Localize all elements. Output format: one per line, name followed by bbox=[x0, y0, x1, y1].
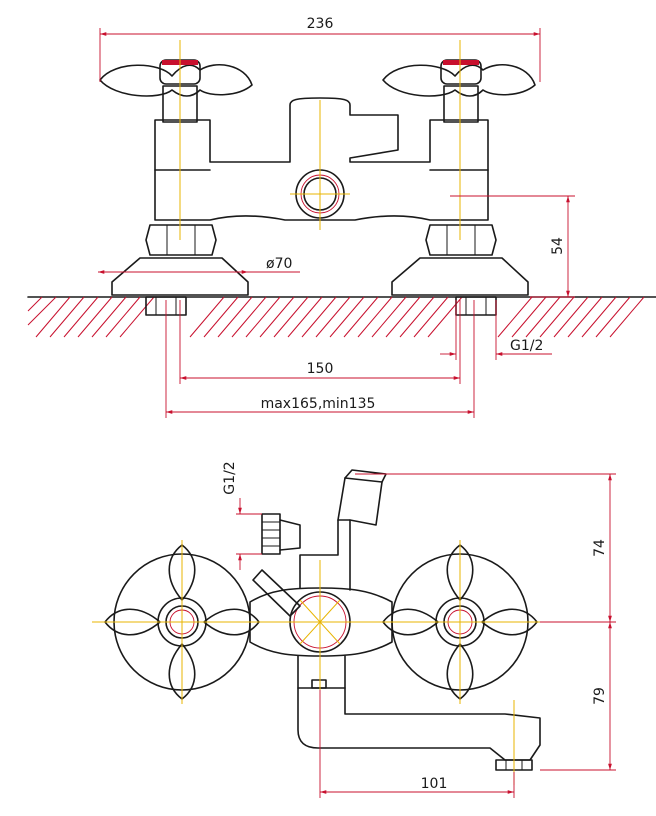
hatch-line bbox=[567, 296, 603, 338]
dimension-connection-bottom: G1/2 bbox=[222, 461, 262, 570]
hatch-line bbox=[497, 296, 533, 338]
hatch-line bbox=[27, 296, 57, 326]
hatch-line bbox=[189, 296, 225, 338]
dim-center-label: 150 bbox=[307, 361, 334, 377]
bottom-mixer-body bbox=[249, 469, 393, 689]
hatch-line bbox=[287, 296, 323, 338]
hatch-line bbox=[49, 296, 85, 338]
bottom-view: G1/2 74 79 101 bbox=[92, 461, 616, 798]
hatch-line bbox=[231, 296, 267, 338]
hatch-line bbox=[217, 296, 253, 338]
dim-upper-label: 74 bbox=[592, 539, 608, 557]
dim-base-diameter-label: ø70 bbox=[266, 256, 292, 272]
hatch-line bbox=[329, 296, 365, 338]
hatch-line bbox=[91, 296, 127, 338]
hatch-line bbox=[553, 296, 589, 338]
hatch-line bbox=[203, 296, 239, 338]
hatch-line bbox=[539, 296, 575, 338]
right-handle bbox=[382, 59, 536, 123]
hatch-line bbox=[105, 296, 141, 338]
dim-connection-top-label: G1/2 bbox=[510, 338, 543, 354]
hatch-line bbox=[525, 296, 561, 338]
hatch-line bbox=[259, 296, 295, 338]
hatch-line bbox=[63, 296, 99, 338]
spout bbox=[297, 687, 541, 771]
hatch-line bbox=[427, 296, 463, 338]
hatch-line bbox=[27, 296, 43, 312]
hatch-line bbox=[595, 296, 631, 338]
dim-range-label: max165,min135 bbox=[261, 396, 376, 412]
top-view: 236 54 ø70 G1/2 150 bbox=[27, 16, 656, 418]
dimension-lower: 79 bbox=[540, 622, 616, 771]
dimension-spout: 101 bbox=[319, 690, 515, 798]
dim-height-label: 54 bbox=[550, 237, 566, 255]
dimension-height: 54 bbox=[450, 195, 575, 298]
hatch-line bbox=[581, 296, 617, 338]
hatch-line bbox=[413, 296, 449, 338]
hatch-line bbox=[511, 296, 547, 338]
dimension-range: max165,min135 bbox=[165, 300, 475, 418]
hatch-line bbox=[371, 296, 407, 338]
dimension-connection-top: G1/2 bbox=[440, 300, 552, 360]
hatch-line bbox=[399, 296, 435, 338]
dim-width-label: 236 bbox=[307, 16, 334, 32]
dim-connection-bottom-label: G1/2 bbox=[222, 461, 238, 494]
hatch-line bbox=[273, 296, 309, 338]
dim-lower-label: 79 bbox=[592, 687, 608, 705]
wall-hatching bbox=[27, 296, 656, 338]
hatch-line bbox=[35, 296, 71, 338]
top-centerlines bbox=[179, 40, 461, 240]
mixer-body bbox=[154, 97, 489, 221]
hatch-line bbox=[385, 296, 421, 338]
dim-spout-label: 101 bbox=[421, 776, 448, 792]
bottom-centerlines bbox=[92, 540, 610, 785]
hatch-line bbox=[245, 296, 281, 338]
hatch-line bbox=[609, 296, 645, 338]
hatch-line bbox=[119, 296, 155, 338]
hatch-line bbox=[343, 296, 379, 338]
hatch-line bbox=[315, 296, 351, 338]
hatch-line bbox=[77, 296, 113, 338]
left-handle bbox=[99, 59, 253, 123]
dimension-width: 236 bbox=[99, 16, 541, 82]
dimension-upper: 74 bbox=[355, 473, 616, 623]
hatch-line bbox=[301, 296, 337, 338]
dimension-base-diameter: ø70 bbox=[98, 256, 300, 274]
hatch-line bbox=[357, 296, 393, 338]
dimension-center: 150 bbox=[179, 300, 461, 384]
